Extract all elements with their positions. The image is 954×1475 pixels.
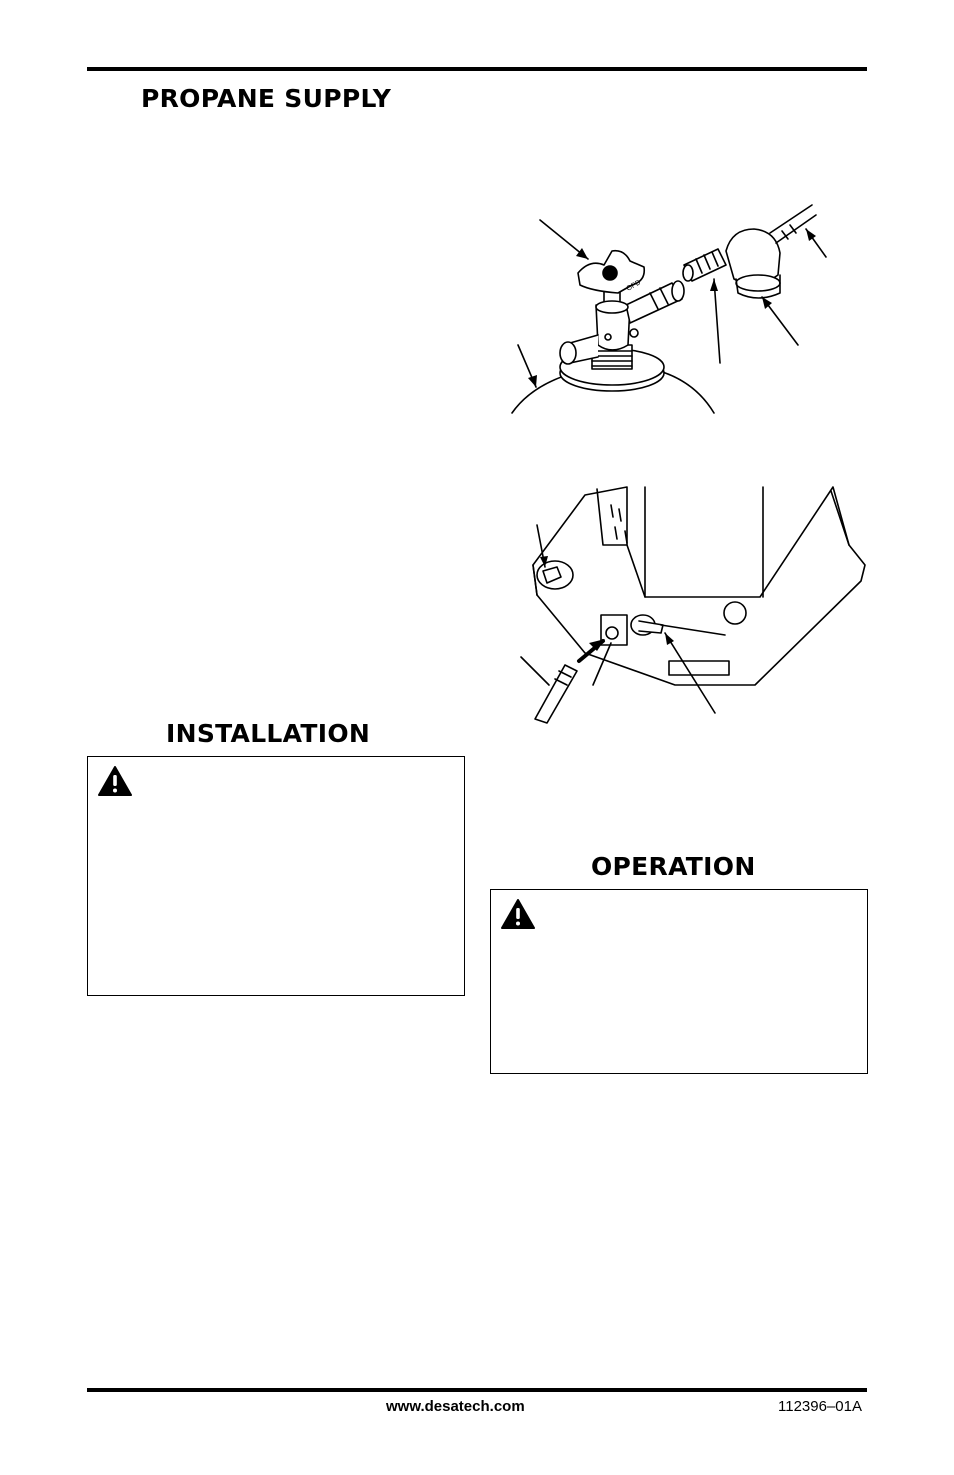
top-rule [87, 67, 867, 71]
heater-base-figure [520, 486, 866, 724]
footer-part-number: 112396–01A [778, 1398, 862, 1415]
warning-triangle-icon [98, 766, 132, 796]
operation-heading: OPERATION [591, 852, 756, 881]
operation-warning-box [490, 889, 868, 1074]
footer-website: www.desatech.com [386, 1398, 525, 1415]
warning-triangle-icon [501, 899, 535, 929]
cylinder-valve-figure: OPD [511, 204, 827, 414]
installation-warning-box [87, 756, 465, 996]
bottom-rule [87, 1388, 867, 1392]
installation-heading: INSTALLATION [166, 719, 371, 748]
propane-supply-heading: PROPANE SUPPLY [141, 84, 392, 113]
